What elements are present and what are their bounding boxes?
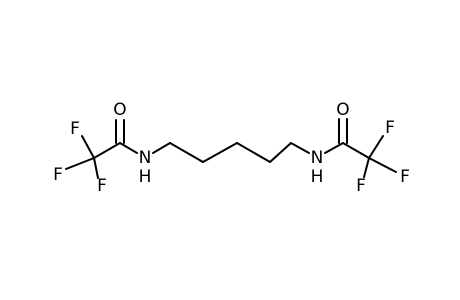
atom-o-left: O [113,100,126,120]
bond-cf3-right-to-f-bottom [363,157,370,178]
bond-carbonyl-to-cf3-right [342,142,370,159]
atom-o-right: O [336,100,349,120]
bond-carbonyl-left-to-n [119,142,138,154]
bond-chain-to-n-right [290,142,310,154]
atom-f-left-left: F [53,165,63,185]
atom-h-left: H [139,167,152,187]
atom-f-right-right: F [400,167,410,187]
bond-cf3-right-to-f-top [368,135,384,159]
atom-n-left: N [139,148,152,168]
bond-chain-2 [202,142,238,163]
atom-n-right: N [311,148,324,168]
bond-n-left-to-chain [152,142,171,154]
bond-chain-4 [269,142,292,163]
atom-f-left-top: F [70,119,80,139]
atom-f-right-bottom: F [356,176,366,196]
bond-cf3-left-to-f-left [65,157,95,170]
bond-cf3-right-to-f-right [368,157,397,173]
bond-chain-3 [236,142,271,163]
bond-n-right-to-carbonyl [324,142,344,154]
bond-cf3-left-to-f-bottom [93,157,99,179]
bond-chain-1 [169,142,204,163]
atom-f-left-bottom: F [97,176,107,196]
bond-cf3-left-to-carbonyl [93,142,121,159]
bond-cf3-left-to-f-top [81,135,95,159]
atom-h-right: H [311,167,324,187]
atom-f-right-top: F [385,118,395,138]
